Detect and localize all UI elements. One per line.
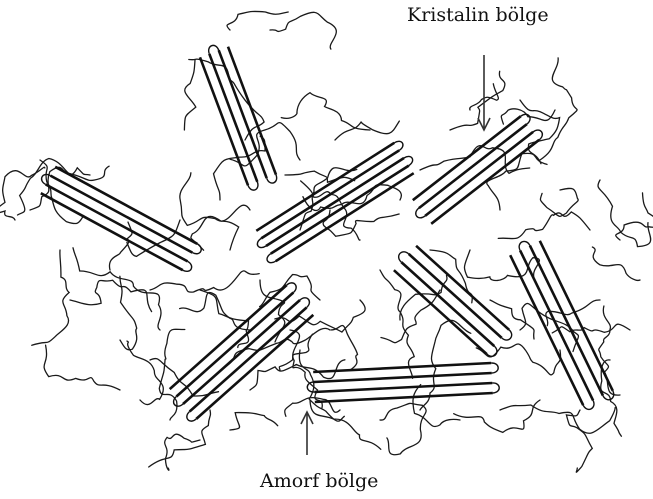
amorphous-region-label: Amorf bölge (260, 470, 378, 492)
lamella (41, 167, 201, 272)
chain-segment (413, 116, 521, 200)
crystalline-region-label: Kristalin bölge (407, 4, 549, 26)
lamella (256, 141, 413, 262)
chain-fold (519, 241, 530, 250)
amorphous-chain (281, 93, 370, 130)
amorphous-arrow (301, 412, 313, 455)
amorphous-chain (310, 400, 381, 449)
chain-fold (404, 156, 413, 165)
chain-segment (266, 158, 404, 246)
amorphous-chain (127, 220, 180, 256)
amorphous-chain (299, 350, 344, 421)
chain-fold (521, 114, 530, 124)
chain-fold (187, 412, 196, 422)
chain-fold (491, 363, 498, 373)
crystalline-arrow (478, 55, 490, 130)
chain-segment (209, 54, 257, 182)
amorphous-chain (127, 341, 163, 404)
amorphous-chain (592, 247, 640, 280)
amorphous-chain (230, 413, 278, 430)
lamella (394, 246, 512, 357)
chain-fold (533, 130, 542, 140)
chain-segment (46, 184, 188, 261)
amorphous-chain (331, 325, 357, 370)
amorphous-chain (335, 121, 399, 140)
amorphous-chain (598, 180, 651, 247)
amorphous-chain (520, 100, 560, 164)
chain-segment (200, 57, 248, 185)
chain-fold (399, 252, 409, 262)
chain-segment (55, 167, 197, 244)
amorphous-chain (476, 344, 560, 375)
amorphous-chain (165, 434, 200, 470)
chain-fold (487, 346, 497, 356)
chain-fold (267, 175, 277, 183)
chain-segment (314, 373, 492, 382)
amorphous-chain (180, 293, 250, 330)
chain-segment (170, 285, 287, 389)
amorphous-chain (150, 271, 259, 292)
chain-segment (313, 363, 491, 372)
chain-fold (287, 283, 296, 293)
chain-fold (502, 330, 512, 340)
lamella (200, 45, 277, 190)
amorphous-chain (380, 270, 414, 378)
amorphous-chain (540, 58, 577, 160)
amorphous-chain (498, 212, 590, 239)
chain-fold (300, 298, 309, 308)
amorphous-chain (73, 248, 161, 330)
chain-fold (192, 244, 201, 254)
amorphous-chain (566, 410, 592, 472)
amorphous-chains (0, 11, 653, 472)
amorphous-chain (552, 324, 630, 333)
amorphous-chain (149, 410, 211, 467)
amorphous-chain (275, 300, 365, 332)
amorphous-chain (70, 280, 152, 311)
chain-fold (174, 397, 183, 407)
crystalline-lamellae (41, 45, 614, 421)
amorphous-chain (250, 360, 345, 390)
chain-fold (394, 141, 403, 150)
amorphous-chain (270, 12, 336, 49)
chain-fold (492, 383, 499, 393)
chain-fold (267, 254, 276, 263)
amorphous-chain (227, 11, 288, 30)
chain-segment (228, 47, 276, 175)
chain-segment (431, 140, 539, 224)
amorphous-chain (44, 345, 120, 390)
chain-segment (419, 124, 527, 208)
amorphous-chain (285, 171, 355, 182)
amorphous-chain (500, 405, 616, 433)
amorphous-chain (501, 109, 555, 124)
lamella (170, 283, 314, 421)
chain-segment (50, 176, 192, 253)
amorphous-chain (184, 60, 195, 130)
chain-fold (257, 238, 266, 247)
chain-fold (183, 261, 192, 271)
amorphous-chain (303, 185, 401, 211)
amorphous-chain (159, 329, 185, 420)
chain-segment (176, 293, 293, 397)
chain-fold (209, 45, 219, 53)
chain-segment (425, 132, 533, 216)
chain-segment (183, 300, 300, 404)
chain-segment (314, 383, 492, 392)
amorphous-chain (30, 166, 109, 210)
amorphous-chain (191, 205, 250, 250)
chain-fold (416, 208, 425, 218)
amorphous-chain (32, 250, 69, 345)
chain-fold (248, 182, 258, 190)
chain-segment (315, 393, 493, 402)
amorphous-chain (214, 136, 266, 200)
chain-fold (583, 400, 594, 409)
amorphous-chain (380, 403, 426, 454)
